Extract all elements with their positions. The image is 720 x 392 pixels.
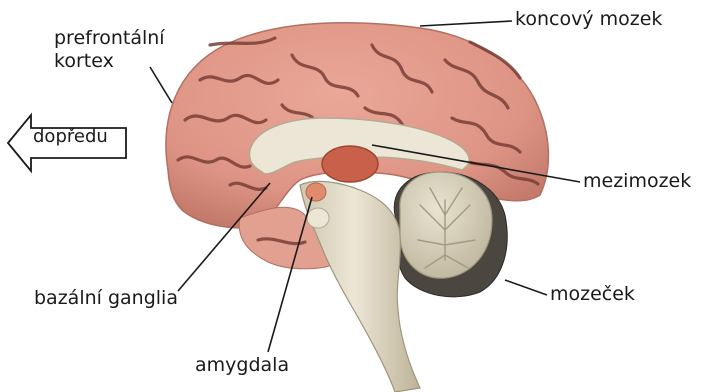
leader-mozecek xyxy=(505,280,547,295)
label-cerebellum: mozeček xyxy=(550,283,635,306)
label-amygdala: amygdala xyxy=(195,354,289,377)
amygdala-shape xyxy=(306,183,326,201)
label-prefrontal-cortex: prefrontální kortex xyxy=(54,27,165,73)
thalamus xyxy=(322,146,378,182)
label-forward-arrow: dopředu xyxy=(33,125,108,148)
label-prefrontal-line2: kortex xyxy=(54,50,165,73)
label-diencephalon: mezimozek xyxy=(583,170,691,193)
cerebellum xyxy=(394,172,507,297)
pituitary-shape xyxy=(307,208,329,228)
label-basal-ganglia: bazální ganglia xyxy=(34,287,178,310)
leader-koncovy xyxy=(420,21,512,26)
label-prefrontal-line1: prefrontální xyxy=(54,27,165,50)
label-telencephalon: koncový mozek xyxy=(515,8,662,31)
